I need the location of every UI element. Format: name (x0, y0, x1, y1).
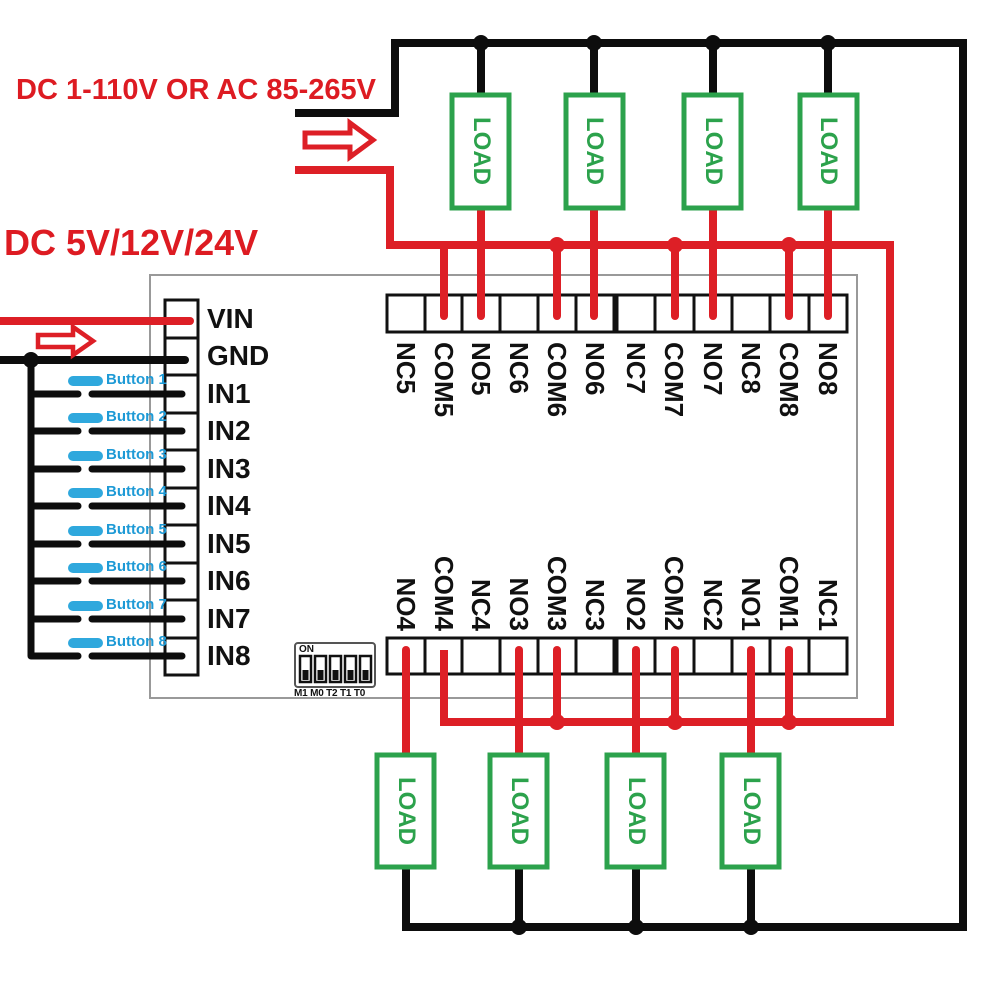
terminal-label-nc8: NC8 (736, 342, 766, 395)
terminal-label-no8: NO8 (813, 342, 843, 396)
load-box (604, 752, 667, 870)
logic-supply-label: DC 5V/12V/24V (4, 222, 259, 263)
load-label: LOAD (738, 777, 765, 845)
button-pill (68, 488, 103, 498)
dip-toggle (313, 654, 328, 684)
button-label: Button 1 (106, 371, 167, 388)
load-label: LOAD (393, 777, 420, 845)
terminal-label-nc3: NC3 (580, 578, 610, 631)
load-box (797, 92, 860, 211)
top-terminal-strip (385, 293, 849, 334)
load-label: LOAD (506, 777, 533, 845)
pin-label-vin: VIN (207, 303, 254, 334)
terminal-label-com4: COM4 (429, 555, 459, 631)
button-pill (68, 376, 103, 386)
terminal-label-com5: COM5 (429, 342, 459, 418)
terminal-label-no4: NO4 (391, 577, 421, 631)
button-label: Button 3 (106, 446, 167, 463)
button-pill (68, 601, 103, 611)
red-junction-dots (549, 237, 797, 730)
relay-board-outline (149, 274, 858, 699)
pin-label-in6: IN6 (207, 565, 251, 596)
button-pill (68, 638, 103, 648)
button-label: Button 6 (106, 558, 167, 575)
terminal-label-nc6: NC6 (504, 342, 534, 395)
terminal-label-com7: COM7 (659, 342, 689, 418)
load-box (563, 92, 626, 211)
dip-switch (294, 642, 376, 688)
pin-label-in1: IN1 (207, 378, 251, 409)
terminal-label-com2: COM2 (659, 555, 689, 631)
terminal-label-no1: NO1 (736, 577, 766, 631)
switch-contact-wires (27, 390, 186, 660)
terminal-label-com8: COM8 (774, 342, 804, 418)
button-pill (68, 413, 103, 423)
terminal-label-no5: NO5 (466, 342, 496, 396)
load-label: LOAD (815, 117, 842, 185)
load-box (487, 752, 550, 870)
load-boxes (374, 92, 860, 870)
bottom-terminal-strip (385, 636, 849, 676)
terminal-label-com6: COM6 (542, 342, 572, 418)
terminal-label-nc4: NC4 (466, 578, 496, 631)
load-label: LOAD (468, 117, 495, 185)
mains-arrow-icon (302, 118, 378, 162)
load-box (681, 92, 744, 211)
terminal-label-nc1: NC1 (813, 578, 843, 631)
terminal-label-no3: NO3 (504, 577, 534, 631)
dip-toggle (298, 654, 313, 684)
pin-label-in8: IN8 (207, 640, 251, 671)
pin-label-in2: IN2 (207, 415, 251, 446)
button-pill (68, 451, 103, 461)
button-pills (68, 376, 103, 648)
terminal-label-nc7: NC7 (621, 342, 651, 395)
pin-label-in5: IN5 (207, 528, 251, 559)
mains-red-bus-wire (295, 166, 894, 726)
load-box (374, 752, 437, 870)
terminal-label-nc5: NC5 (391, 342, 421, 395)
mains-black-bus-wire (295, 39, 967, 931)
button-pill (68, 563, 103, 573)
load-label: LOAD (623, 777, 650, 845)
button-label: Button 5 (106, 521, 167, 538)
button-label: Button 2 (106, 408, 167, 425)
load-box (719, 752, 782, 870)
dip-toggle (358, 654, 373, 684)
terminal-label-no6: NO6 (580, 342, 610, 396)
load-label: LOAD (700, 117, 727, 185)
load-label: LOAD (581, 117, 608, 185)
terminal-label-com1: COM1 (774, 555, 804, 631)
terminal-label-nc2: NC2 (698, 578, 728, 631)
button-pill (68, 526, 103, 536)
dip-toggle (328, 654, 343, 684)
pin-label-in7: IN7 (207, 603, 251, 634)
load-box (449, 92, 512, 211)
logic-arrow-icon (35, 322, 97, 360)
button-label: Button 8 (106, 633, 167, 650)
button-label: Button 7 (106, 596, 167, 613)
dip-toggle (343, 654, 358, 684)
terminal-label-com3: COM3 (542, 555, 572, 631)
dip-pin-labels: M1 M0 T2 T1 T0 (294, 688, 366, 699)
button-label: Button 4 (106, 483, 167, 500)
mains-supply-label: DC 1-110V OR AC 85-265V (16, 74, 376, 106)
terminal-label-no7: NO7 (698, 342, 728, 396)
red-wiring (0, 166, 894, 764)
pin-label-in3: IN3 (207, 453, 251, 484)
com-no-stub-wires (402, 201, 832, 764)
dip-on-label: ON (299, 644, 314, 655)
black-junction-dots (23, 35, 836, 935)
pin-label-gnd: GND (207, 340, 270, 371)
pin-label-in4: IN4 (207, 490, 251, 521)
terminal-label-no2: NO2 (621, 577, 651, 631)
